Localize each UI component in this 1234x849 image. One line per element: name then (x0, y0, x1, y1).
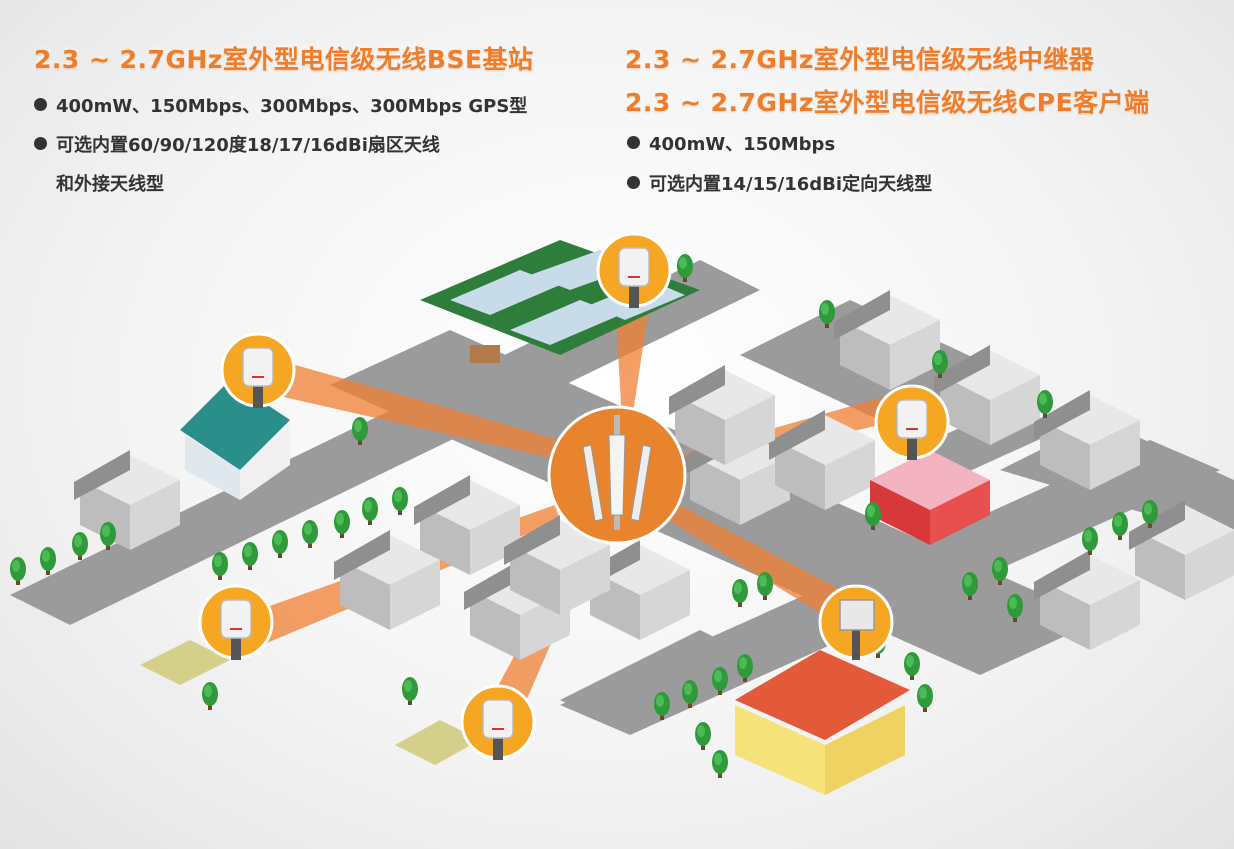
cpe-spec-bullet-1: 400mW、150Mbps (627, 130, 835, 156)
repeater-title: 2.3 ~ 2.7GHz室外型电信级无线中继器 (625, 45, 1095, 74)
bse-spec-text-2: 可选内置60/90/120度18/17/16dBi扇区天线 (56, 135, 440, 156)
sector-antenna-icon (547, 405, 687, 545)
bse-spec-text-2-continued: 和外接天线型 (56, 174, 164, 195)
bse-base-station-title: 2.3 ~ 2.7GHz室外型电信级无线BSE基站 (34, 45, 534, 74)
cpe-device-icon (198, 584, 274, 662)
bse-spec-text-1: 400mW、150Mbps、300Mbps、300Mbps GPS型 (56, 96, 528, 117)
cpe-spec-text-2: 可选内置14/15/16dBi定向天线型 (649, 174, 933, 195)
cpe-device-icon (596, 232, 672, 310)
cpe-client-title: 2.3 ~ 2.7GHz室外型电信级无线CPE客户端 (625, 88, 1150, 117)
cpe-spec-bullet-2: 可选内置14/15/16dBi定向天线型 (627, 170, 932, 196)
bullet-dot-icon (34, 98, 47, 111)
cpe-spec-text-1: 400mW、150Mbps (649, 134, 836, 155)
bse-spec-bullet-2: 可选内置60/90/120度18/17/16dBi扇区天线 (34, 131, 440, 157)
cpe-device-icon (460, 684, 536, 762)
cpe-device-icon (874, 384, 950, 462)
cpe-device-icon (220, 332, 296, 410)
bse-spec-bullet-1: 400mW、150Mbps、300Mbps、300Mbps GPS型 (34, 92, 527, 118)
bullet-dot-icon (627, 136, 640, 149)
panel-antenna-icon (818, 584, 894, 660)
bullet-dot-icon (627, 176, 640, 189)
bullet-dot-icon (34, 137, 47, 150)
